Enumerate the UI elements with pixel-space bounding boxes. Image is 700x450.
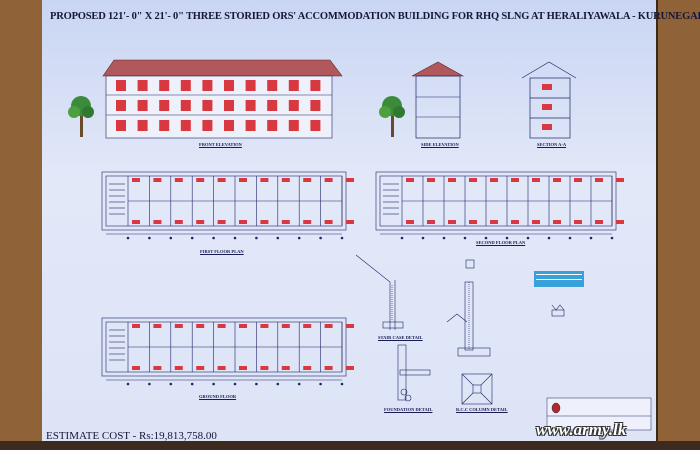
window (245, 120, 256, 131)
window (224, 120, 234, 131)
window (137, 120, 148, 131)
label-front-elevation: FRONT ELEVATION (199, 142, 242, 147)
estimate-cost: ESTIMATE COST - Rs:19,813,758.00 (46, 430, 217, 442)
window (245, 80, 256, 91)
label-first-floor: FIRST FLOOR PLAN (200, 249, 244, 254)
board-shadow (0, 441, 700, 450)
label-ground-floor: GROUND FLOOR (199, 394, 237, 399)
window (137, 80, 148, 91)
ground-floor-plan (101, 317, 354, 386)
second-floor-plan (375, 171, 624, 240)
label-column: R.C.C COLUMN DETAIL (456, 407, 508, 412)
label-section: SECTION A-A (537, 142, 567, 147)
window (202, 120, 213, 131)
window (310, 120, 321, 131)
label-stair-case: STAIR CASE DETAIL (378, 335, 423, 340)
window (202, 80, 213, 91)
watermark: www.army.lk (536, 420, 627, 439)
window (267, 120, 278, 131)
window (116, 80, 126, 91)
front-elevation-drawing (102, 59, 343, 139)
small-detail (551, 304, 565, 317)
title-block (546, 397, 652, 431)
window (202, 100, 213, 111)
window (180, 100, 191, 111)
side-elevation-drawing (411, 61, 465, 139)
window (310, 100, 321, 111)
window (245, 100, 256, 111)
window (310, 80, 321, 91)
window (137, 100, 148, 111)
first-floor-plan (101, 171, 354, 240)
drawing-title: PROPOSED 121'- 0" X 21'- 0" THREE STORIE… (50, 11, 700, 22)
window (224, 80, 234, 91)
window (288, 80, 299, 91)
window (288, 100, 299, 111)
label-side-elevation: SIDE ELEVATION (421, 142, 459, 147)
section-drawing (521, 61, 577, 139)
window (267, 80, 278, 91)
tree-icon (68, 96, 405, 137)
window (116, 100, 126, 111)
army-crest-icon (551, 402, 561, 414)
label-second-floor: SECOND FLOOR PLAN (476, 240, 526, 245)
window (288, 120, 299, 131)
schedule-table (534, 271, 584, 287)
window (116, 120, 126, 131)
column-detail (446, 259, 493, 405)
window (180, 80, 191, 91)
foundation-detail (397, 344, 431, 402)
window (159, 100, 170, 111)
window (267, 100, 278, 111)
window (159, 80, 170, 91)
stair-case-detail (355, 254, 404, 330)
label-foundation: FOUNDATION DETAIL (384, 407, 433, 412)
window (224, 100, 234, 111)
window (159, 120, 170, 131)
window (180, 120, 191, 131)
